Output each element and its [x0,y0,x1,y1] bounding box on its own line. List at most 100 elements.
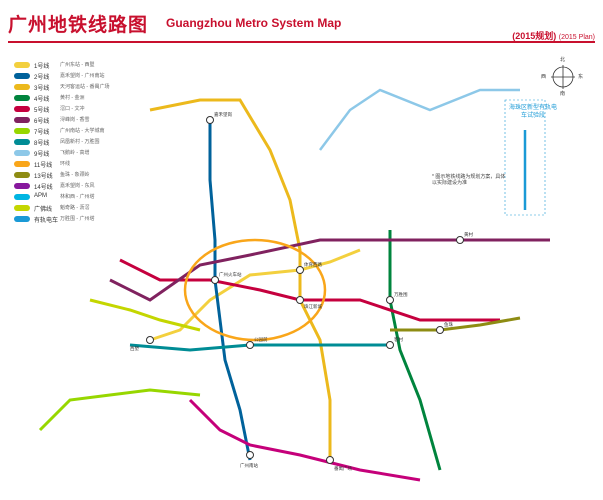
legend-item: 11号线 环线 [14,159,104,170]
station-label: 番禺广场 [334,465,352,472]
station-label: 万胜围 [394,291,408,298]
line-8-path [129,343,390,352]
legend-line-desc: 飞鹅岭 - 高增 [60,150,90,156]
compass-south: 南 [560,91,566,97]
compass-icon [551,65,575,89]
legend-line-name: APM [34,193,48,199]
legend-line-name: 2号线 [34,75,50,81]
legend-line-desc: 万胜围 - 广州塔 [60,216,95,222]
legend-item: 8号线 凤凰新村 - 万胜围 [14,137,104,148]
tram-inset-title: 海珠区新型有轨电车试验段 [508,105,557,119]
title-rule [8,41,595,43]
legend-swatch [14,139,30,145]
station-marker[interactable] [386,296,394,304]
legend-line-desc: 嘉禾望岗 - 广州南站 [60,73,105,79]
legend-swatch [14,161,30,167]
legend-line-name: 9号线 [34,152,50,158]
station-label: 鱼珠 [444,321,453,328]
line-5-path [119,258,500,322]
station-marker[interactable] [296,266,304,274]
legend-line-desc: 广州东站 - 西塱 [60,62,95,68]
legend-line-desc: 鱼珠 - 象颈岭 [60,172,90,178]
plan-label: (2015规划) (2015 Plan) [512,29,595,42]
station-marker[interactable] [146,336,154,344]
legend-item: 9号线 飞鹅岭 - 高增 [14,148,104,159]
plan-label-en: (2015 Plan) [558,34,595,41]
compass-west: 西 [541,74,547,80]
legend-line-desc: 环线 [60,161,71,167]
line-13-path [390,316,521,332]
line-4-path [388,230,442,471]
legend-swatch [14,172,30,178]
station-label: 黄村 [464,231,473,238]
line-6-path [109,238,550,302]
legend-line-name: 14号线 [34,185,53,191]
legend-swatch [14,117,30,123]
legend-line-desc: 林和西 - 广州塔 [60,194,95,200]
station-marker[interactable] [211,276,219,284]
page-title-en: Guangzhou Metro System Map [166,16,342,30]
legend-line-name: 6号线 [34,119,50,125]
line-9-path [319,88,520,151]
line-3-path [149,98,332,460]
legend-line-name: 8号线 [34,141,50,147]
line-2-path [208,120,252,461]
legend-swatch [14,183,30,189]
legend-item: 3号线天河客运站 - 番禺广场 [14,82,109,93]
legend-line-name: 有轨电车 [34,218,59,224]
legend-item: 5号线 滘口 - 文冲 [14,104,104,115]
compass: 北 南 西 东 [541,57,583,97]
station-marker[interactable] [386,341,394,349]
station-label: 体育西路 [304,261,322,268]
legend-line-desc: 天河客运站 - 番禺广场 [60,84,110,90]
legend-swatch [14,128,30,134]
line-14-path [188,398,421,482]
legend-swatch [14,194,30,200]
legend-item: 广佛线魁奇路 - 沥滘 [14,203,104,214]
station-label: 嘉禾望岗 [214,111,232,118]
legend-item: 4号线 黄村 - 金洲 [14,93,104,104]
station-label: 广州火车站 [219,271,242,278]
legend-line-name: 11号线 [34,163,53,169]
guangfo-line-path [89,298,201,332]
map-note: * 图示地铁线路为规划方案，具体以实际建设为准 [432,174,506,186]
legend-line-name: 13号线 [34,174,53,180]
legend-item: 14号线嘉禾望岗 - 东风 [14,181,104,192]
tram-inset-box [504,99,546,216]
legend-item: 1号线广州东站 - 西塱 [14,60,104,71]
station-labels: 嘉禾望岗 广州火车站 公园前 体育西路 珠江新城 客村 广州南站 番禺广场 万胜… [130,111,473,472]
line-11-path [183,238,327,342]
header: 广州地铁线路图 Guangzhou Metro System Map (2015… [0,0,603,44]
legend-line-desc: 滘口 - 文冲 [60,106,85,112]
station-label: 珠江新城 [304,303,322,310]
legend-line-name: 4号线 [34,97,50,103]
legend-line-name: 5号线 [34,108,50,114]
legend-swatch [14,62,30,68]
legend-swatch [14,95,30,101]
legend-item: APM 林和西 - 广州塔 [14,192,104,203]
plan-label-cn: (2015规划) [512,31,557,41]
station-marker[interactable] [206,116,214,124]
legend-item: 6号线 浔峰岗 - 香雪 [14,115,104,126]
station-label: 西塱 [130,345,139,352]
station-label: 客村 [394,336,403,343]
station-marker[interactable] [246,341,254,349]
station-marker[interactable] [436,326,444,334]
legend-line-desc: 浔峰岗 - 香雪 [60,117,90,123]
legend-item: 13号线 鱼珠 - 象颈岭 [14,170,104,181]
station-marker[interactable] [246,451,254,459]
compass-north: 北 [560,57,566,63]
legend-line-desc: 凤凰新村 - 万胜围 [60,139,100,145]
legend-swatch [14,73,30,79]
legend-swatch [14,205,30,211]
station-marker[interactable] [326,456,334,464]
station-marker[interactable] [296,296,304,304]
legend-line-desc: 黄村 - 金洲 [60,95,85,101]
interchange-stations [146,116,464,464]
station-marker[interactable] [456,236,464,244]
legend-line-desc: 魁奇路 - 沥滘 [60,205,90,211]
legend-swatch [14,216,30,222]
legend-swatch [14,106,30,112]
legend-item: 有轨电车万胜围 - 广州塔 [14,214,104,225]
